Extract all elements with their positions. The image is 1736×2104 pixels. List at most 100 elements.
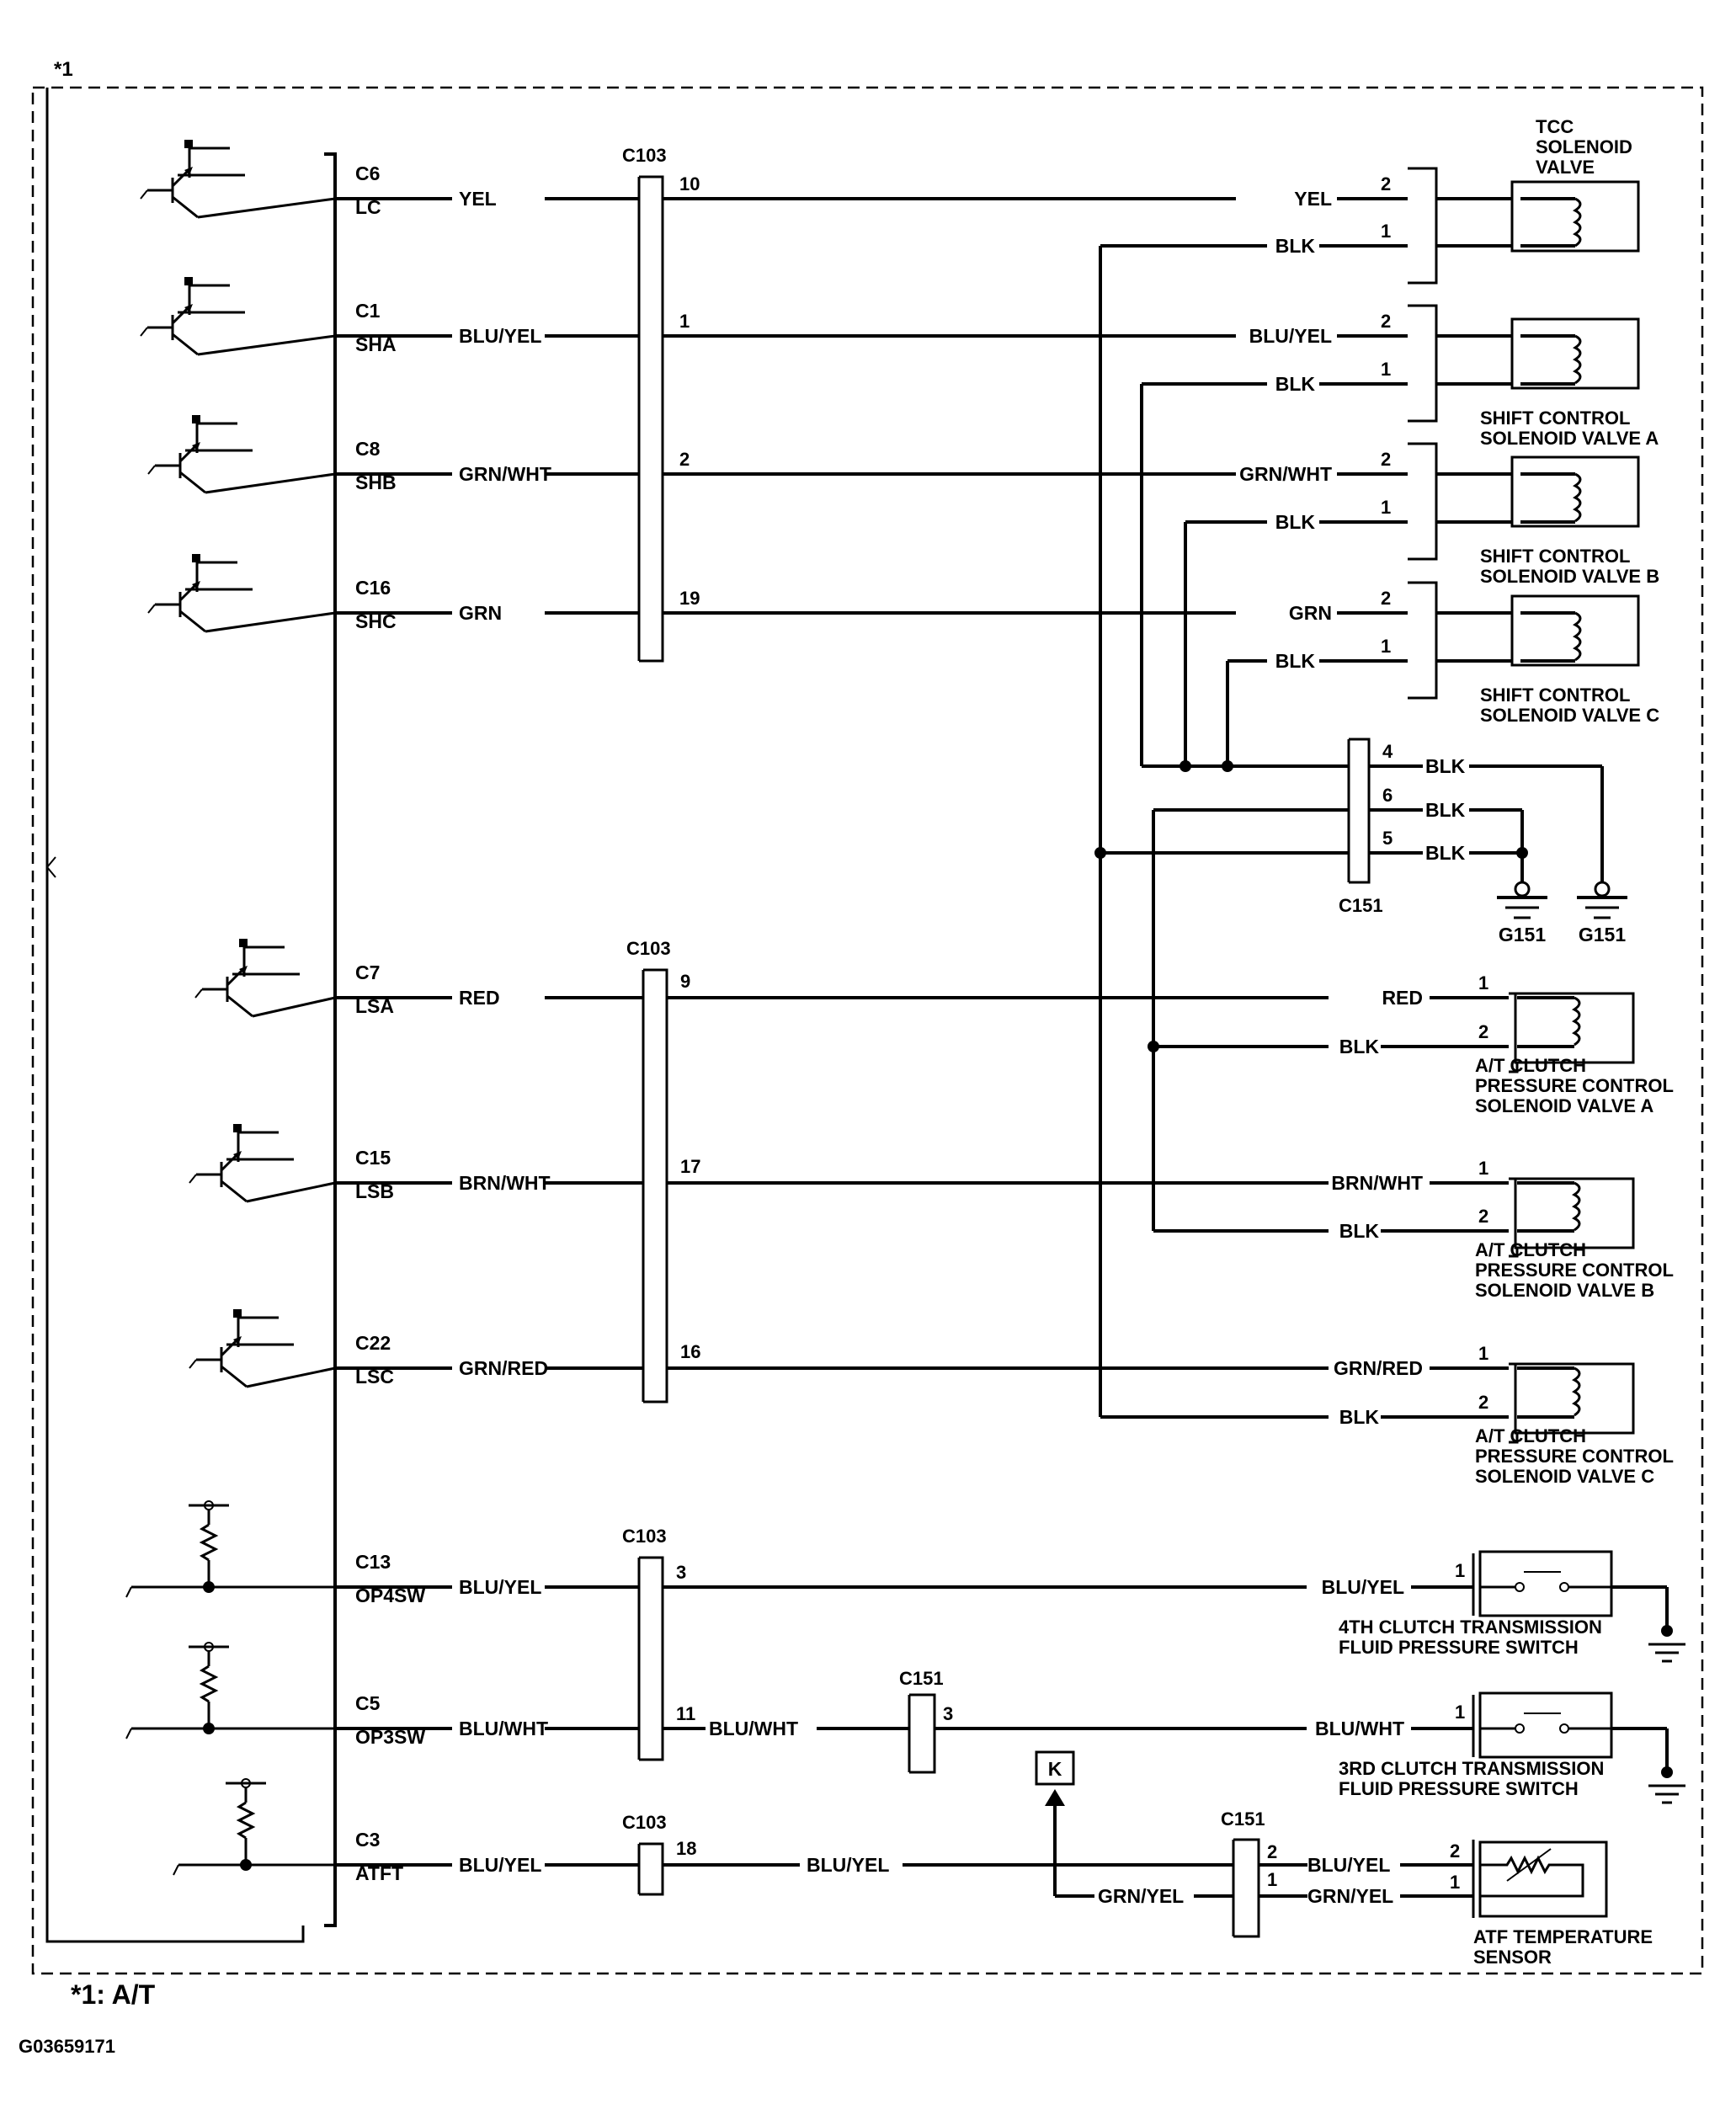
ecm-pin-label: C22: [355, 1332, 391, 1354]
label-gap: [1307, 1853, 1400, 1877]
switch-label: 4TH CLUTCH TRANSMISSION: [1339, 1617, 1602, 1638]
wire-color-label: BRN/WHT: [1331, 1172, 1423, 1194]
sensor-label: ATF TEMPERATURE: [1473, 1926, 1653, 1947]
wire-color-label: BLK: [1275, 235, 1316, 257]
wire-color-label: RED: [459, 987, 500, 1009]
wire-color-label: BLU/WHT: [709, 1718, 798, 1739]
connector-pin: 6: [1382, 785, 1393, 806]
wire-color-label: BLK: [1339, 1036, 1380, 1057]
wire-color-label: BLU/WHT: [1315, 1718, 1404, 1739]
transistor-arrow: [233, 1336, 242, 1345]
thermistor-arrow: [1506, 1848, 1552, 1882]
solenoid-label: SOLENOID VALVE B: [1480, 566, 1659, 587]
label-gap: [1267, 649, 1319, 673]
c103-connector: [639, 175, 664, 663]
transistor-output: [205, 611, 336, 633]
transistor-emitter: [221, 1180, 248, 1203]
transistor-terminal: [239, 939, 248, 947]
transistor-terminal: [192, 554, 200, 562]
solenoid-label: SOLENOID: [1536, 136, 1632, 157]
switch-label: 3RD CLUTCH TRANSMISSION: [1339, 1758, 1604, 1779]
transistor-terminal: [184, 277, 193, 285]
splice-dot: [1180, 760, 1191, 772]
switch-label: FLUID PRESSURE SWITCH: [1339, 1637, 1579, 1658]
wire-color-label: RED: [1382, 987, 1423, 1009]
wire-color-label: GRN/WHT: [459, 463, 551, 485]
wire-color-label: BLK: [1339, 1406, 1380, 1428]
connector-pin: 3: [943, 1703, 953, 1724]
c103-connector: [643, 968, 668, 1404]
label-gap: [1307, 1717, 1411, 1740]
solenoid-label: SOLENOID VALVE A: [1480, 428, 1659, 449]
transistor-emitter: [221, 1365, 248, 1388]
wire-color-label: YEL: [1294, 188, 1332, 210]
wire-color-label: BLK: [1425, 842, 1466, 864]
c103-pin: 18: [676, 1838, 696, 1859]
splice-dot: [1661, 1766, 1673, 1778]
solenoid-label: A/T CLUTCH: [1475, 1425, 1586, 1446]
label-gap: [452, 1575, 545, 1599]
label-gap: [1236, 462, 1337, 486]
solenoid-valve: [1510, 180, 1640, 253]
c103-pin: 11: [676, 1703, 695, 1724]
wire-color-label: GRN/RED: [1334, 1357, 1423, 1379]
connector-pin: 2: [1381, 449, 1391, 470]
solenoid-coil: [1572, 1366, 1581, 1417]
solenoid-coil: [1572, 996, 1581, 1047]
transistor-input: [140, 189, 148, 200]
pullup-line: [173, 1864, 179, 1876]
transistor-arrow: [184, 304, 193, 312]
transistor-terminal: [233, 1309, 242, 1318]
solenoid-label: VALVE: [1536, 157, 1595, 178]
splice-dot: [1148, 1041, 1159, 1052]
connector-pin: 2: [1478, 1021, 1488, 1042]
wire-color-label: GRN: [459, 602, 502, 624]
label-gap: [1236, 187, 1337, 210]
solenoid-coil: [1572, 1181, 1581, 1232]
figure-id: G03659171: [19, 2036, 115, 2057]
ground-label: G151: [1579, 924, 1626, 945]
connector-pin: 1: [1381, 221, 1391, 242]
solenoid-connector: [1408, 442, 1438, 561]
connector-pin: 1: [1478, 972, 1488, 993]
solenoid-valve: [1510, 455, 1640, 528]
solenoid-connector: [1408, 581, 1438, 700]
wire-color-label: BLK: [1275, 511, 1316, 533]
ecm-pin-label: C1: [355, 300, 381, 322]
solenoid-label: TCC: [1536, 116, 1574, 137]
pressure-switch: [1478, 1691, 1613, 1759]
connector-pin: 5: [1382, 828, 1393, 849]
wire-color-label: BLK: [1275, 373, 1316, 395]
solenoid-label: SOLENOID VALVE B: [1475, 1280, 1654, 1301]
transistor-output: [246, 1181, 336, 1203]
switch-contact: [1559, 1582, 1569, 1592]
c151-label: C151: [1221, 1808, 1265, 1830]
solenoid-valve: [1514, 992, 1635, 1064]
wire-color-label: BLU/YEL: [459, 1576, 541, 1598]
connector-pin: 1: [1450, 1872, 1460, 1893]
solenoid-connector: [1408, 304, 1438, 423]
transistor-terminal: [184, 140, 193, 148]
splice-dot: [1661, 1625, 1673, 1637]
transistor-output: [197, 197, 336, 219]
connector-pin: 1: [1267, 1869, 1277, 1890]
branch-tag: K: [1048, 1758, 1062, 1780]
switch-contact: [1515, 1582, 1525, 1592]
label-gap: [1094, 1884, 1194, 1908]
switch-contact: [1559, 1723, 1569, 1734]
pressure-switch: [1478, 1550, 1613, 1617]
solenoid-label: A/T CLUTCH: [1475, 1055, 1586, 1076]
connector-pin: 2: [1478, 1392, 1488, 1413]
splice-dot: [1094, 847, 1106, 859]
label-gap: [1307, 1884, 1400, 1908]
wire-color-label: BLU/YEL: [459, 325, 541, 347]
transistor-input: [147, 465, 156, 475]
transistor-output: [205, 472, 336, 494]
label-gap: [1329, 1035, 1381, 1058]
transistor-input: [140, 327, 148, 337]
splice-dot: [1516, 847, 1528, 859]
solenoid-label: SOLENOID VALVE C: [1480, 705, 1659, 726]
diagram-frame: *1 *1: A/T G03659171: [19, 58, 1704, 2057]
connector-pin: 2: [1450, 1840, 1460, 1862]
